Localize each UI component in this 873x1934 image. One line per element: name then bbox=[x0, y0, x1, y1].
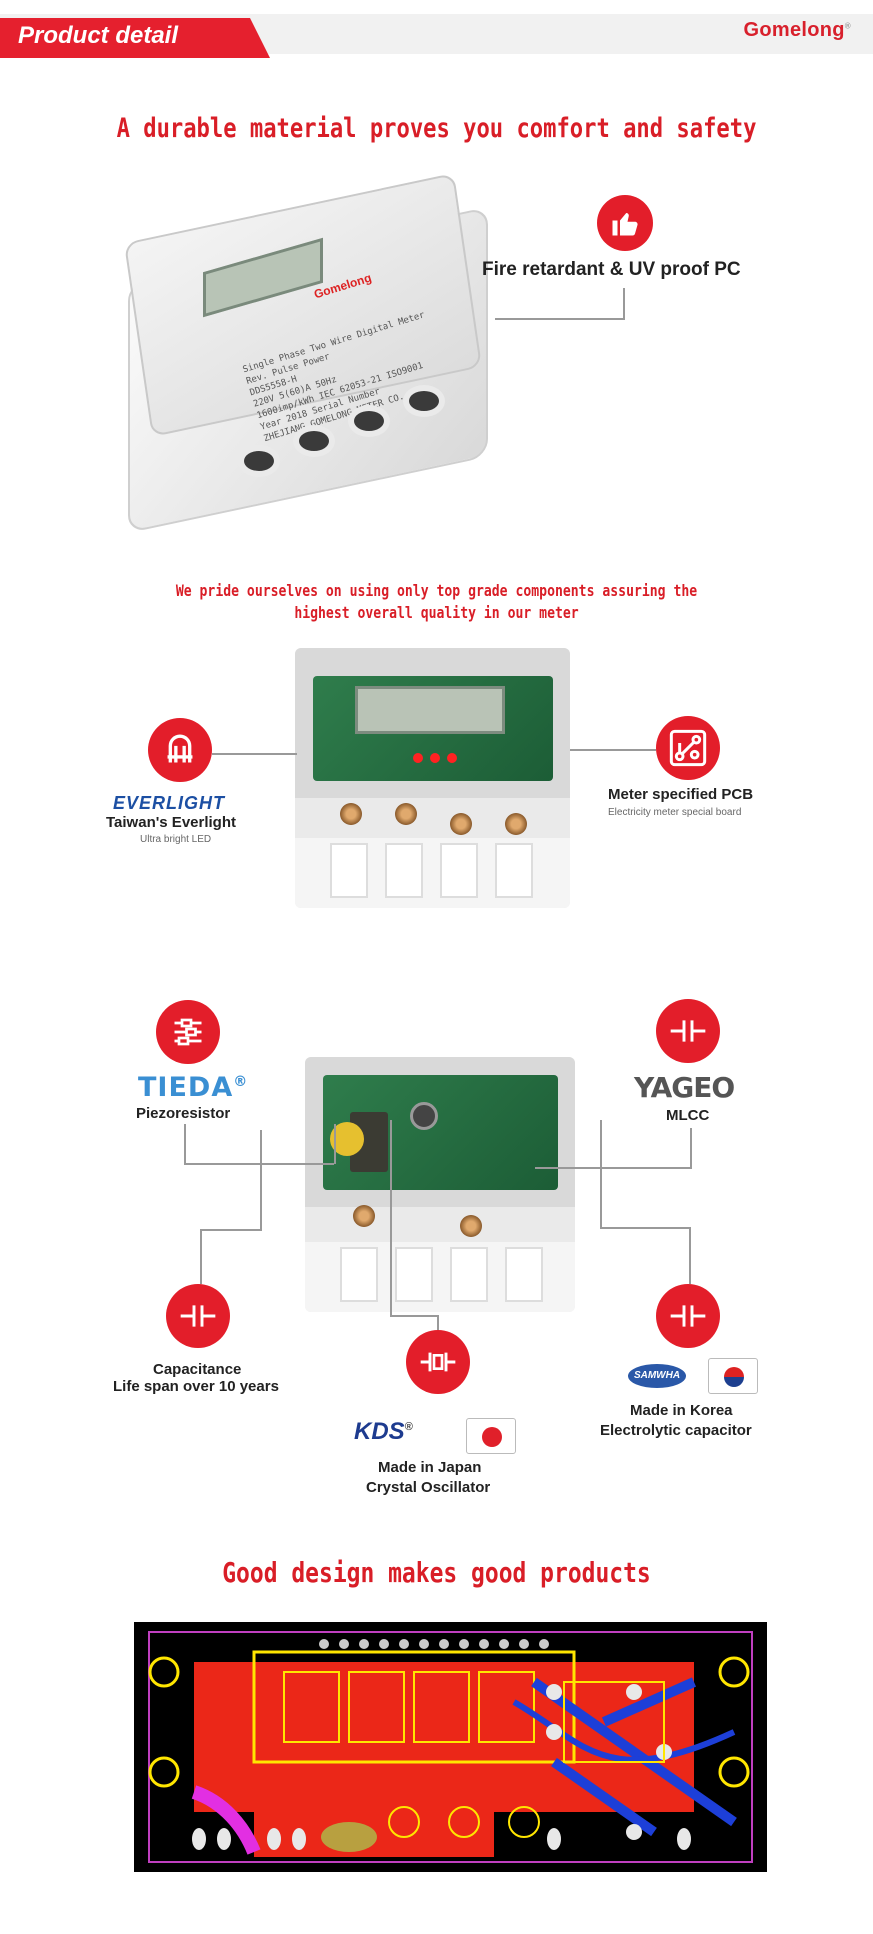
lcd-screen bbox=[355, 686, 505, 734]
callout-line bbox=[623, 288, 625, 318]
capacitor bbox=[410, 1102, 438, 1130]
header-title-tab bbox=[0, 18, 270, 58]
section1-heading: A durable material proves you comfort an… bbox=[116, 113, 757, 144]
led-icon bbox=[148, 718, 212, 782]
meter-terminal bbox=[403, 385, 445, 417]
resistor-icon bbox=[156, 1000, 220, 1064]
capacitor-icon bbox=[656, 999, 720, 1063]
capacitor-icon bbox=[656, 1284, 720, 1348]
capacitance-line2: Life span over 10 years bbox=[113, 1378, 279, 1395]
meter-open-photo-2 bbox=[305, 1057, 575, 1312]
pcb-title: Meter specified PCB bbox=[608, 786, 754, 803]
capacitance-line1: Capacitance bbox=[153, 1361, 242, 1378]
crystal-oscillator-icon bbox=[406, 1330, 470, 1394]
section4-heading: Good design makes good products bbox=[222, 1556, 651, 1589]
pcb-layout-drawing bbox=[148, 1631, 753, 1863]
pcb-layout-image bbox=[134, 1622, 767, 1872]
pcb-sub: Electricity meter special board bbox=[608, 807, 742, 818]
everlight-title: Taiwan's Everlight bbox=[106, 814, 236, 831]
section2-heading: We pride ourselves on using only top gra… bbox=[175, 581, 698, 622]
samwha-line1: Made in Korea bbox=[630, 1402, 733, 1419]
circuit-icon bbox=[656, 716, 720, 780]
yageo-logo: YAGEO bbox=[634, 1071, 735, 1104]
callout-line bbox=[495, 318, 625, 320]
kds-line2: Crystal Oscillator bbox=[366, 1479, 491, 1496]
meter-terminal bbox=[238, 445, 280, 477]
thumbs-up-icon bbox=[597, 195, 653, 251]
kds-logo: KDS® bbox=[354, 1418, 413, 1445]
tieda-logo: TIEDA® bbox=[138, 1072, 249, 1103]
callout-line bbox=[570, 749, 656, 751]
page-title: Product detail bbox=[18, 22, 179, 49]
meter-open-photo bbox=[295, 648, 570, 908]
led-indicator bbox=[430, 753, 440, 763]
capacitor-icon bbox=[166, 1284, 230, 1348]
brand-logo: Gomelong® bbox=[743, 19, 851, 41]
everlight-logo: EVERLIGHT bbox=[113, 793, 226, 813]
callout-line bbox=[212, 753, 297, 755]
japan-flag-icon bbox=[466, 1418, 516, 1454]
meter-photo: Gomelong Single Phase Two Wire Digital M… bbox=[123, 172, 503, 534]
meter-terminal bbox=[293, 425, 335, 457]
yageo-title: MLCC bbox=[666, 1107, 710, 1124]
kds-line1: Made in Japan bbox=[378, 1459, 482, 1476]
everlight-sub: Ultra bright LED bbox=[140, 834, 212, 845]
samwha-line2: Electrolytic capacitor bbox=[600, 1422, 752, 1439]
tieda-title: Piezoresistor bbox=[136, 1105, 231, 1122]
led-indicator bbox=[447, 753, 457, 763]
fire-retardant-label: Fire retardant & UV proof PC bbox=[482, 259, 741, 280]
led-indicator bbox=[413, 753, 423, 763]
korea-flag-icon bbox=[708, 1358, 758, 1394]
meter-terminal bbox=[348, 405, 390, 437]
samwha-logo: SAMWHA bbox=[628, 1364, 686, 1388]
